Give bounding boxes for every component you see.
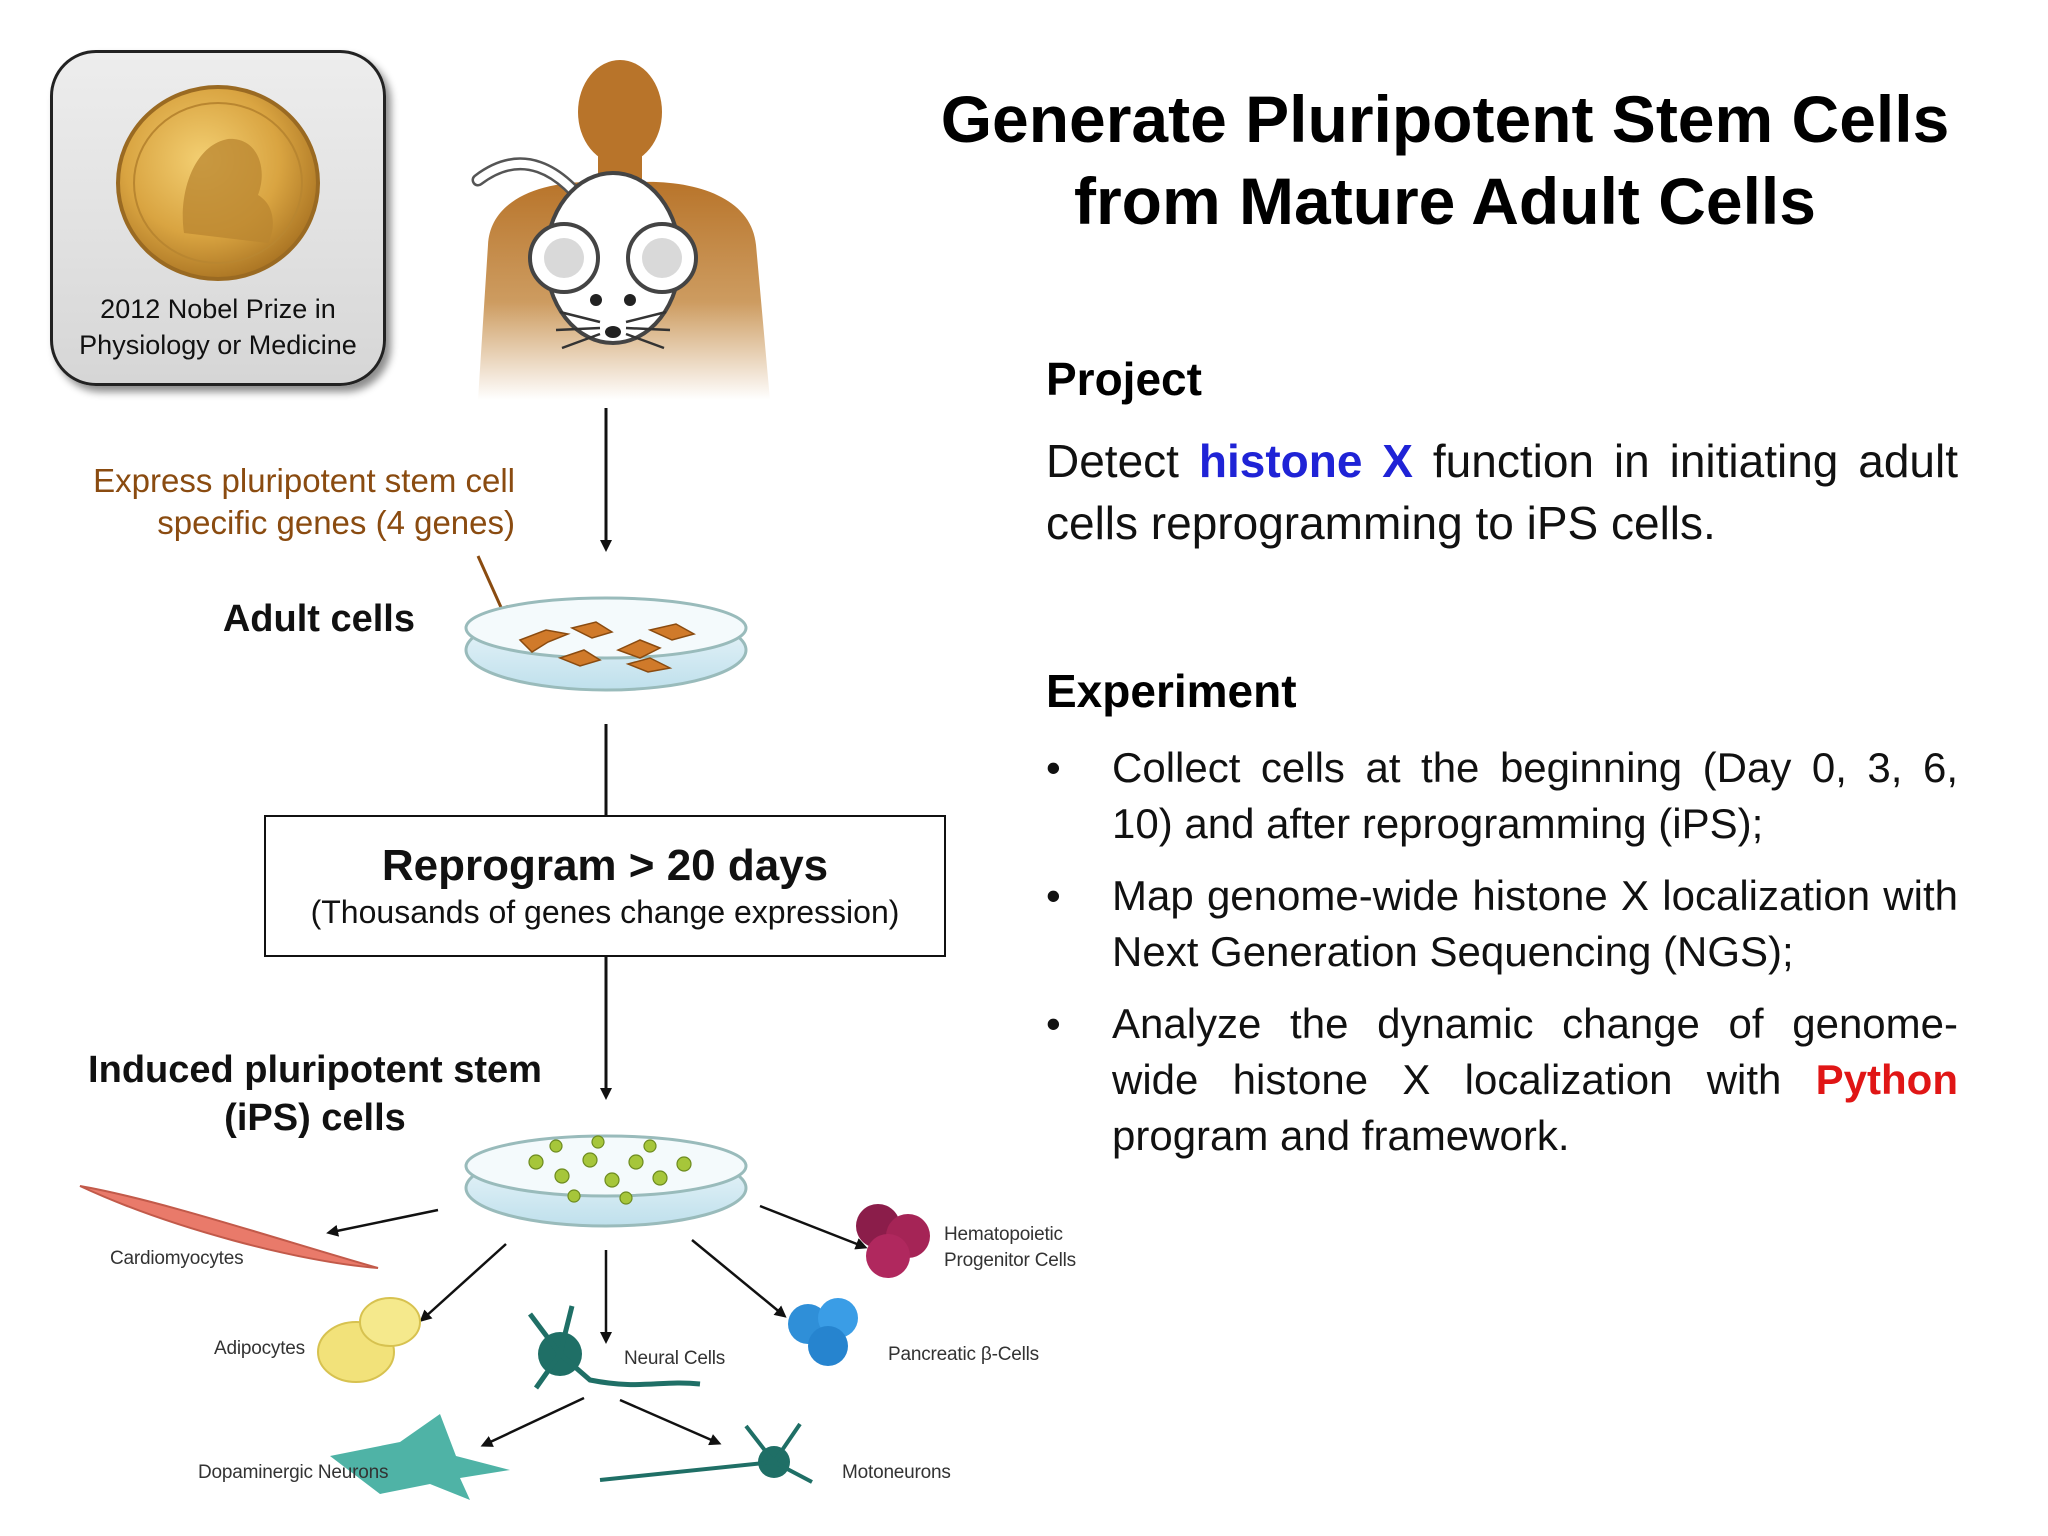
adult-cells-dish-icon bbox=[464, 596, 748, 692]
hematopoietic-label-line1: Hematopoietic bbox=[944, 1224, 1063, 1245]
reprogram-title: Reprogram > 20 days bbox=[381, 841, 829, 890]
medal-caption: 2012 Nobel Prize in Physiology or Medici… bbox=[53, 291, 383, 363]
adult-cells-label: Adult cells bbox=[222, 598, 415, 640]
hematopoietic-label-line2: Progenitor Cells bbox=[944, 1250, 1076, 1271]
slide-title-line1: Generate Pluripotent Stem Cells bbox=[940, 82, 1950, 156]
adipocytes-label: Adipocytes bbox=[214, 1338, 305, 1359]
project-desc-part1: Detect bbox=[1046, 435, 1179, 487]
pancreatic-cells-icon bbox=[788, 1298, 858, 1366]
mouse-icon bbox=[471, 157, 698, 350]
bullet-icon: • bbox=[1046, 1000, 1061, 1047]
hematopoietic-label: Hematopoietic Progenitor Cells bbox=[944, 1222, 1076, 1274]
medal-caption-line2: Physiology or Medicine bbox=[79, 330, 357, 360]
project-desc-part2: function in initiating adult cells repro… bbox=[1046, 435, 1959, 549]
medal-caption-line1: 2012 Nobel Prize in bbox=[100, 294, 336, 324]
motoneurons-label: Motoneurons bbox=[842, 1462, 951, 1483]
project-description: Detect histone X function in initiating … bbox=[1046, 430, 1958, 554]
experiment-item-text: Collect cells at the beginning (Day 0, 3… bbox=[1112, 744, 1958, 847]
experiment-item-text-part1: Analyze the dynamic change of genome-wid… bbox=[1112, 1000, 1958, 1103]
nobel-medal-icon bbox=[116, 85, 320, 281]
slide-title: Generate Pluripotent Stem Cells from Mat… bbox=[905, 78, 1985, 242]
bullet-icon: • bbox=[1046, 744, 1061, 791]
bullet-icon: • bbox=[1046, 872, 1061, 919]
reprogram-box: Reprogram > 20 days (Thousands of genes … bbox=[264, 815, 946, 957]
slide-title-line2: from Mature Adult Cells bbox=[1074, 164, 1816, 238]
adipocytes-icon bbox=[317, 1297, 421, 1383]
express-genes-line2: specific genes (4 genes) bbox=[157, 504, 515, 541]
cardiomyocytes-label: Cardiomyocytes bbox=[110, 1248, 244, 1269]
ips-cells-dish-icon bbox=[464, 1134, 748, 1228]
python-highlight: Python bbox=[1815, 1056, 1958, 1103]
express-genes-label: Express pluripotent stem cell specific g… bbox=[60, 460, 515, 544]
ips-cells-label: Induced pluripotent stem (iPS) cells bbox=[60, 1046, 570, 1142]
nobel-medal-badge: 2012 Nobel Prize in Physiology or Medici… bbox=[50, 50, 386, 386]
neural-cells-label: Neural Cells bbox=[624, 1348, 726, 1369]
motoneuron-icon bbox=[599, 1422, 813, 1484]
experiment-heading: Experiment bbox=[1046, 665, 1297, 717]
cardiomyocyte-icon bbox=[79, 1185, 379, 1269]
dopaminergic-neurons-icon bbox=[330, 1414, 510, 1500]
express-genes-line1: Express pluripotent stem cell bbox=[93, 462, 515, 499]
pancreatic-cells-label: Pancreatic β-Cells bbox=[888, 1344, 1039, 1365]
neural-cell-icon bbox=[528, 1305, 701, 1390]
hematopoietic-cells-icon bbox=[856, 1204, 930, 1278]
project-heading: Project bbox=[1046, 353, 1202, 405]
experiment-item-text: Analyze the dynamic change of genome-wid… bbox=[1112, 996, 1958, 1164]
dopaminergic-neurons-label: Dopaminergic Neurons bbox=[198, 1462, 389, 1483]
histone-x-highlight: histone X bbox=[1198, 435, 1413, 487]
experiment-item-text: Map genome-wide histone X localization w… bbox=[1112, 872, 1958, 975]
experiment-item-text-part2: program and framework. bbox=[1112, 1112, 1570, 1159]
ips-cells-line1: Induced pluripotent stem bbox=[88, 1049, 542, 1091]
ips-cells-line2: (iPS) cells bbox=[224, 1097, 406, 1139]
reprogram-subtitle: (Thousands of genes change expression) bbox=[310, 894, 900, 930]
